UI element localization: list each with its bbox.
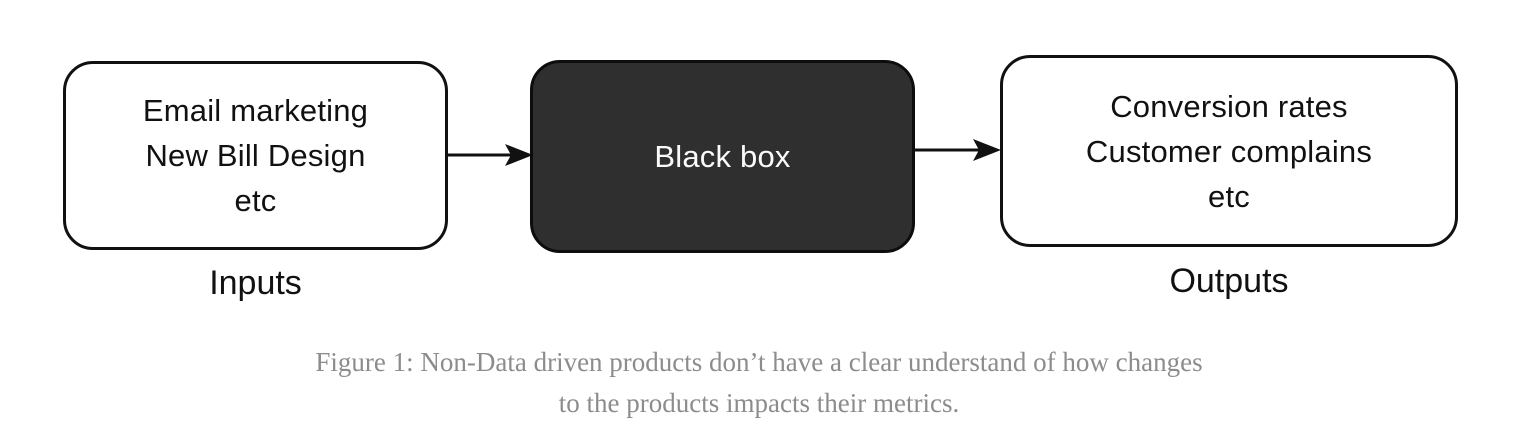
inputs-box-line-2: New Bill Design xyxy=(145,138,366,173)
figure-caption: Figure 1: Non-Data driven products don’t… xyxy=(0,342,1518,424)
inputs-label: Inputs xyxy=(209,264,302,302)
black-box: Black box xyxy=(530,60,915,253)
arrow-inputs-to-blackbox-icon xyxy=(447,144,533,166)
outputs-box-line-1: Conversion rates xyxy=(1110,88,1348,124)
figure-caption-line-1: Figure 1: Non-Data driven products don’t… xyxy=(315,347,1203,377)
outputs-box: Conversion rates Customer complains etc xyxy=(1000,55,1458,247)
outputs-box-line-2: Customer complains xyxy=(1085,133,1373,169)
inputs-box: Email marketing New Bill Design etc xyxy=(63,61,448,250)
black-box-label: Black box xyxy=(654,139,791,174)
outputs-label: Outputs xyxy=(1169,262,1289,300)
inputs-box-line-1: Email marketing xyxy=(142,93,369,128)
figure-caption-line-2: to the products impacts their metrics. xyxy=(558,388,960,418)
arrow-blackbox-to-outputs-icon xyxy=(913,139,1001,161)
inputs-box-line-3: etc xyxy=(234,183,277,218)
outputs-box-line-3: etc xyxy=(1208,178,1250,214)
